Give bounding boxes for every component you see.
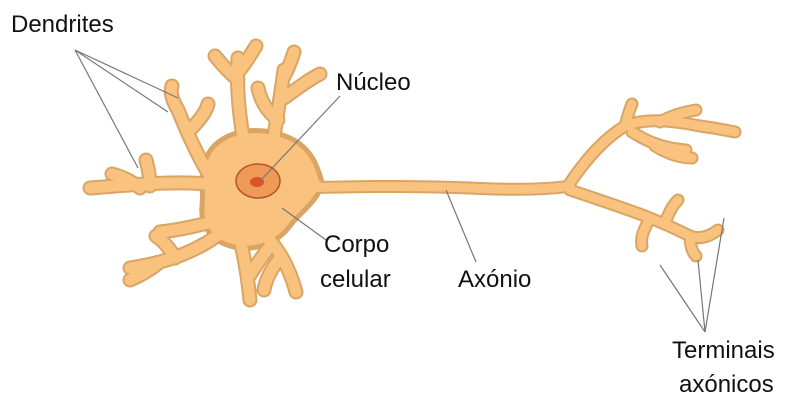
axon-label: Axónio xyxy=(458,263,531,296)
terminals-leader-1 xyxy=(660,265,705,332)
nucleus-label: Núcleo xyxy=(336,66,411,99)
dendrites-label: Dendrites xyxy=(11,8,114,41)
dendrites-leader-3 xyxy=(75,50,138,168)
neuron-outline xyxy=(90,46,735,300)
cell-body-label-line2: celular xyxy=(320,263,391,296)
terminals-leader-2 xyxy=(698,260,705,332)
dendrites-leader-1 xyxy=(75,50,178,98)
neuron-shape xyxy=(90,46,735,300)
axon xyxy=(300,186,570,189)
terminals-label-line2: axónicos xyxy=(679,368,774,401)
neuron-fill xyxy=(90,46,735,300)
cell-body-label-line1: Corpo xyxy=(324,228,389,261)
dendrites-leader-2 xyxy=(75,50,168,112)
terminals-label-line1: Terminais xyxy=(672,334,775,367)
axon-leader xyxy=(446,190,476,262)
